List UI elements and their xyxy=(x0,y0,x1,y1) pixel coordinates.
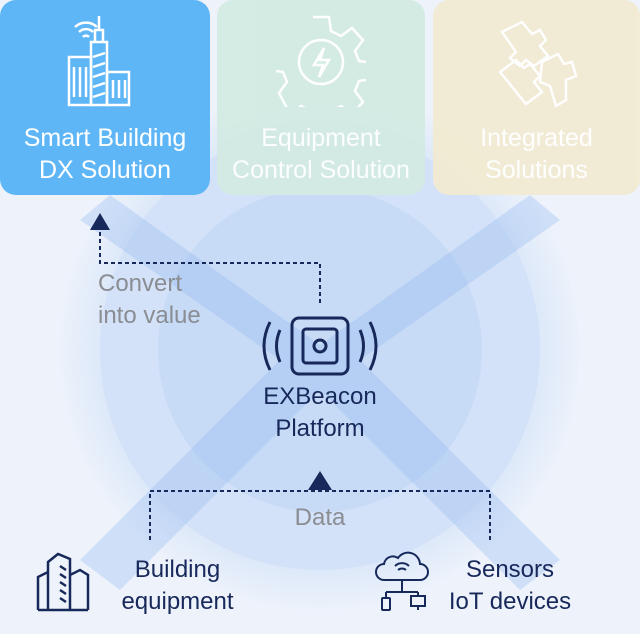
dotted-line-data xyxy=(149,490,491,540)
card-label: Smart Building xyxy=(23,124,187,152)
buildings-icon xyxy=(36,552,90,612)
cloud-network-icon xyxy=(375,551,429,611)
data-label: Data xyxy=(294,504,346,531)
card-label: Solutions xyxy=(485,156,588,184)
card-label: Control Solution xyxy=(232,156,410,184)
card-label: Integrated xyxy=(480,124,593,152)
card-label: Equipment xyxy=(261,124,381,152)
beacon-icon xyxy=(262,316,378,376)
gear-bolt-icon xyxy=(276,15,366,107)
inner-ring xyxy=(158,188,482,512)
dotted-line-convert xyxy=(99,232,321,305)
puzzle-icon xyxy=(497,20,578,107)
smart-building-icon xyxy=(67,16,131,107)
card-label: DX Solution xyxy=(38,156,172,184)
arrow-up-data xyxy=(308,471,332,490)
card-smart-building[interactable]: Smart Building DX Solution xyxy=(0,0,210,195)
arrow-up-convert xyxy=(90,213,110,230)
